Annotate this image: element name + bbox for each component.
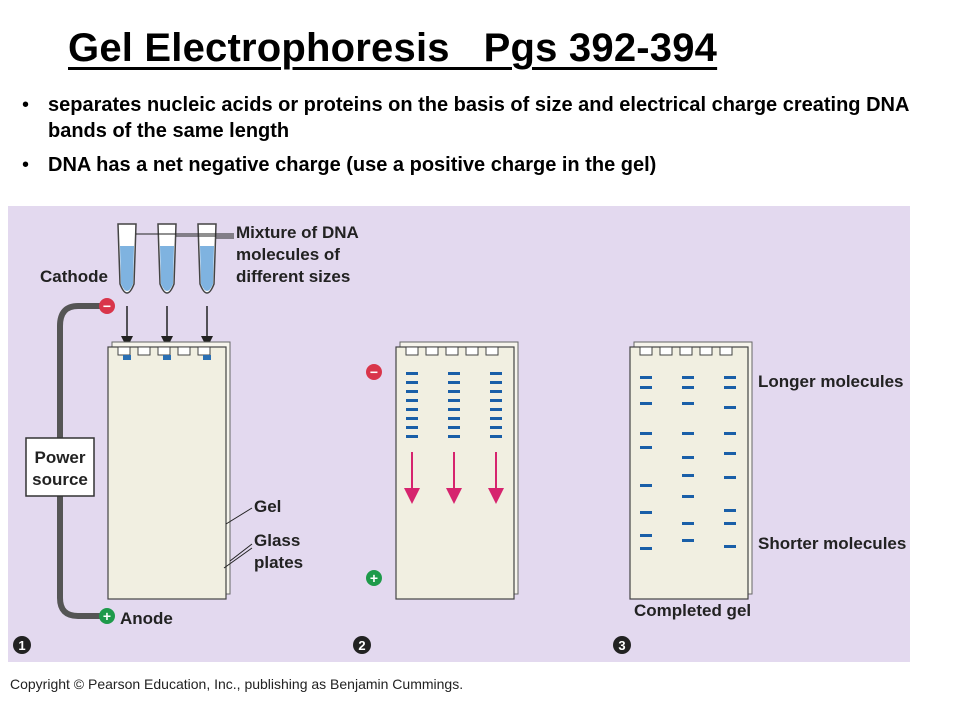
mixture-label: molecules of	[236, 245, 340, 264]
dna-band	[640, 547, 652, 550]
anode-plus-icon	[366, 570, 382, 586]
anode-label: Anode	[120, 609, 173, 628]
copyright-notice: Copyright © Pearson Education, Inc., pub…	[10, 676, 464, 692]
bullet-list: separates nucleic acids or proteins on t…	[22, 92, 922, 186]
glass-plates-label: Glass	[254, 531, 300, 550]
dna-band	[640, 432, 652, 435]
step-number-badge	[613, 636, 631, 654]
dna-band	[724, 476, 736, 479]
plus-sign: +	[103, 608, 111, 624]
bullet-item: separates nucleic acids or proteins on t…	[22, 92, 922, 144]
dna-band	[490, 417, 502, 420]
plus-sign: +	[370, 570, 378, 586]
dna-band	[406, 426, 418, 429]
dna-band	[490, 435, 502, 438]
dna-band	[682, 456, 694, 459]
dna-band	[490, 390, 502, 393]
page-title: Gel Electrophoresis Pgs 392-394	[68, 26, 718, 70]
dna-band	[406, 372, 418, 375]
dna-band	[682, 522, 694, 525]
dna-band	[724, 386, 736, 389]
dna-band	[640, 446, 652, 449]
anode-plus-icon	[99, 608, 115, 624]
figure-canvas: Mixture of DNA molecules of different si…	[13, 223, 906, 654]
dna-band	[490, 426, 502, 429]
minus-sign: −	[370, 364, 378, 380]
dna-band	[448, 417, 460, 420]
gel-slab	[629, 346, 749, 600]
electrophoresis-figure: Mixture of DNA molecules of different si…	[8, 206, 910, 662]
power-source-label: source	[32, 470, 88, 489]
dna-band	[448, 372, 460, 375]
dna-band	[448, 399, 460, 402]
dna-band	[682, 539, 694, 542]
dna-bands	[640, 376, 736, 550]
dna-band	[406, 399, 418, 402]
dna-band	[724, 376, 736, 379]
mixture-label: different sizes	[236, 267, 350, 286]
pipette-icon	[197, 223, 217, 294]
dna-band	[448, 381, 460, 384]
longer-molecules-label: Longer molecules	[758, 372, 903, 391]
dna-band	[682, 376, 694, 379]
dna-band	[682, 474, 694, 477]
pipette-icon	[157, 223, 177, 294]
dna-band	[406, 417, 418, 420]
dna-band	[724, 432, 736, 435]
dna-band	[682, 432, 694, 435]
dna-band	[724, 406, 736, 409]
dna-band	[640, 376, 652, 379]
gel-wells	[405, 346, 499, 356]
dna-band	[682, 402, 694, 405]
dna-band	[724, 452, 736, 455]
dna-band	[490, 372, 502, 375]
dna-band	[448, 435, 460, 438]
dna-band	[406, 390, 418, 393]
minus-sign: −	[103, 298, 111, 314]
cathode-label: Cathode	[40, 267, 108, 286]
step-number: 1	[18, 638, 25, 653]
dna-band	[406, 381, 418, 384]
dna-band	[406, 435, 418, 438]
dna-band	[490, 408, 502, 411]
dna-band	[640, 511, 652, 514]
dna-band	[490, 381, 502, 384]
power-source-label: Power	[34, 448, 85, 467]
dna-band	[448, 426, 460, 429]
dna-band	[448, 408, 460, 411]
dna-band	[640, 534, 652, 537]
power-source-box	[25, 437, 95, 497]
mixture-label: Mixture of DNA	[236, 223, 359, 242]
gel-wells	[639, 346, 733, 356]
step-number-badge	[13, 636, 31, 654]
dna-band	[682, 495, 694, 498]
dna-band	[640, 402, 652, 405]
dna-bands	[406, 372, 502, 438]
shorter-molecules-label: Shorter molecules	[758, 534, 906, 553]
step-number: 3	[618, 638, 625, 653]
glass-plates-label: plates	[254, 553, 303, 572]
dna-band	[724, 522, 736, 525]
cathode-minus-icon	[366, 364, 382, 380]
dna-band	[724, 509, 736, 512]
gel-wells	[117, 346, 211, 360]
cathode-minus-icon	[99, 298, 115, 314]
dna-band	[448, 390, 460, 393]
gel-slab	[107, 346, 227, 600]
dna-band	[406, 408, 418, 411]
completed-gel-label: Completed gel	[634, 601, 751, 620]
pipette-icon	[117, 223, 137, 294]
gel-label: Gel	[254, 497, 281, 516]
bullet-item: DNA has a net negative charge (use a pos…	[22, 152, 922, 178]
dna-band	[724, 545, 736, 548]
step-number: 2	[358, 638, 365, 653]
dna-band	[682, 386, 694, 389]
dna-band	[490, 399, 502, 402]
dna-band	[640, 484, 652, 487]
dna-band	[640, 386, 652, 389]
step-number-badge	[353, 636, 371, 654]
